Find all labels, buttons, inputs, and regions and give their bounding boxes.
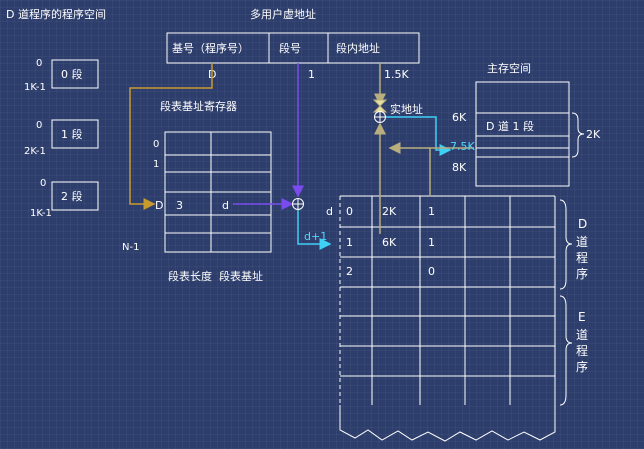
table-row-1-index: 1 (346, 236, 353, 249)
table-row-0-index: 0 (346, 205, 353, 218)
d-program-label: D 道 程 序 (576, 217, 588, 281)
memory-title: 主存空间 (487, 61, 531, 75)
segment-0-end: 1K-1 (24, 82, 46, 93)
table-row-0-addr: 2K (382, 205, 397, 218)
base-number-arrow (129, 63, 213, 210)
field-offset: 段内地址 (336, 41, 380, 55)
register-selected-base: d (222, 199, 229, 212)
register-row-0-label: 0 (153, 139, 159, 150)
table-row-2-index: 2 (346, 265, 353, 278)
virtual-address-title: 多用户虚地址 (250, 7, 316, 21)
real-address-arrow (386, 116, 452, 156)
diagram-title: D 道程序的程序空间 (6, 7, 106, 21)
e-program-brace (559, 295, 573, 406)
e-program-label: E 道 程 序 (576, 310, 588, 374)
d-program-brace (559, 199, 573, 290)
segment-1-end: 2K-1 (24, 146, 46, 157)
memory-8k-label: 8K (452, 161, 467, 174)
segment-2-label: 2 段 (61, 189, 83, 203)
real-address-label: 实地址 (390, 102, 423, 116)
segment-adder (292, 198, 304, 210)
d-program-char-0: D (578, 217, 587, 231)
register-selected-length: 3 (176, 199, 183, 212)
segment-0-label: 0 段 (61, 67, 83, 81)
memory-brace-label: 2K (586, 128, 601, 141)
virtual-address-register: 基号（程序号） 段号 段内地址 (166, 32, 420, 64)
real-address-adder (374, 111, 386, 123)
segment-1-label: 1 段 (61, 127, 83, 141)
adder-to-table-arrow (297, 210, 332, 250)
segment-value-label: 1 (308, 68, 315, 81)
segment-table (339, 195, 556, 442)
d-program-char-3: 序 (576, 266, 588, 281)
memory-6k-label: 6K (452, 111, 467, 124)
register-row-last-label: N-1 (122, 242, 139, 253)
offset-valve-icon (372, 99, 388, 113)
table-row-1-len: 1 (428, 236, 435, 249)
memory-7-5k-label: 7.5K (450, 140, 475, 153)
table-row-2-len: 0 (428, 265, 435, 278)
offset-value-label: 1.5K (384, 68, 409, 81)
d-program-char-2: 程 (576, 250, 588, 265)
program-segment-1: 1 段 0 2K-1 (24, 119, 99, 157)
e-program-char-3: 序 (576, 359, 588, 374)
next-row-label: d+1 (304, 230, 327, 243)
program-segment-2: 2 段 0 1K-1 (30, 178, 99, 219)
table-row-1-addr: 6K (382, 236, 397, 249)
e-program-char-1: 道 (576, 328, 588, 342)
register-row-1-label: 1 (153, 159, 159, 170)
register-row-d-label: D (155, 199, 163, 212)
segment-2-start: 0 (40, 178, 46, 189)
field-segment-number: 段号 (279, 41, 301, 55)
table-row-0-len: 1 (428, 205, 435, 218)
field-base-number: 基号（程序号） (172, 41, 249, 55)
program-segment-0: 0 段 0 1K-1 (24, 58, 99, 93)
segment-1-start: 0 (36, 120, 42, 131)
e-program-char-2: 程 (576, 343, 588, 358)
d-program-char-1: 道 (576, 235, 588, 249)
register-footer: 段表长度 段表基址 (168, 269, 263, 283)
memory-brace (571, 112, 585, 158)
main-memory-block (475, 81, 570, 187)
segment-0-start: 0 (36, 58, 42, 69)
e-program-char-0: E (578, 310, 586, 324)
base-register-table (164, 131, 272, 253)
segment-2-end: 1K-1 (30, 208, 52, 219)
base-row-label: d (326, 205, 333, 218)
base-register-title: 段表基址寄存器 (160, 99, 237, 113)
memory-row-label: D 道 1 段 (486, 119, 534, 133)
